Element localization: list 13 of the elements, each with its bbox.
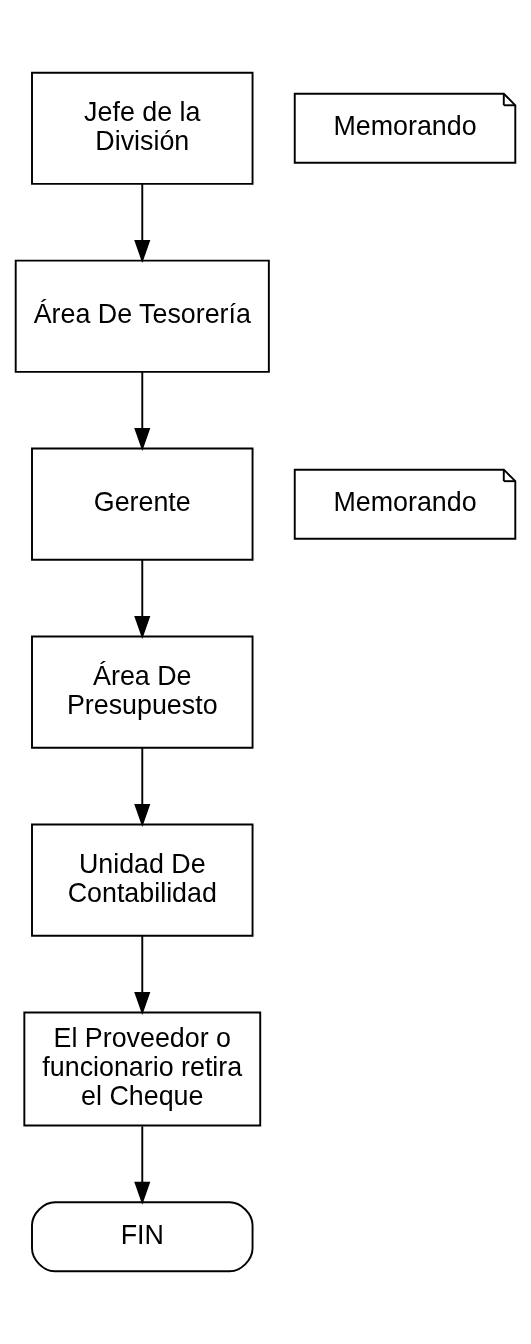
arrow bbox=[134, 935, 151, 1015]
arrow bbox=[134, 1125, 151, 1205]
arrow bbox=[134, 370, 151, 452]
arrow bbox=[134, 183, 151, 264]
arrow bbox=[134, 558, 151, 639]
node-box: Área De Tesorería bbox=[14, 259, 270, 373]
node-box: FIN bbox=[31, 1201, 254, 1273]
node-box: Unidad De Contabilidad bbox=[31, 823, 254, 937]
node-box: Gerente bbox=[31, 447, 254, 561]
node-box: Área De Presupuesto bbox=[31, 635, 254, 749]
arrow bbox=[134, 746, 151, 827]
node-box: El Proveedor o funcionario retira el Cheque bbox=[23, 1011, 262, 1127]
node-box: Jefe de la División bbox=[31, 71, 254, 185]
